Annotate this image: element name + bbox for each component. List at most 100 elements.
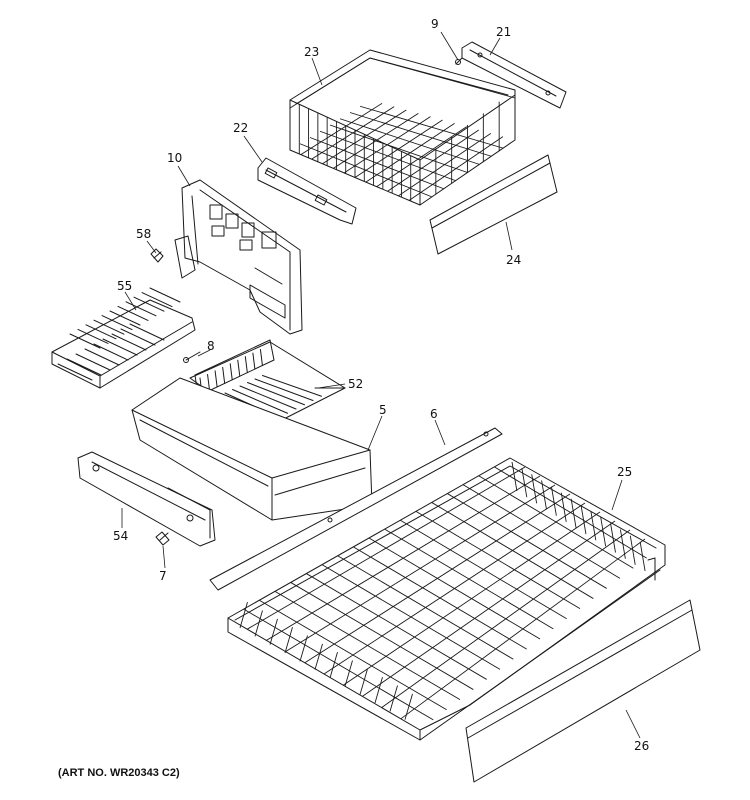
wire: [580, 504, 587, 535]
wire: [207, 373, 211, 391]
grille-cover: [51, 287, 196, 389]
wire: [619, 529, 626, 559]
callout-25: 25: [617, 465, 632, 479]
wire: [133, 296, 165, 312]
lower-drawer-front: [465, 599, 701, 783]
callout-54: 54: [113, 529, 128, 543]
wire: [285, 484, 556, 652]
wire: [111, 333, 147, 351]
wire: [362, 520, 616, 697]
wire: [570, 498, 577, 529]
art-number: (ART NO. WR20343 C2): [58, 767, 180, 779]
callout-10: 10: [167, 151, 182, 165]
wire: [389, 685, 398, 712]
wire: [359, 105, 504, 149]
wire: [369, 57, 516, 99]
wire: [93, 343, 129, 361]
wire: [299, 143, 433, 198]
wire: [141, 292, 173, 308]
wire: [239, 602, 248, 629]
wire: [229, 363, 233, 381]
callout-labels: 9 21 23 22 10 58 24 55 8 52 5 6 25 54 7 …: [113, 17, 649, 753]
wire: [342, 511, 601, 686]
upper-wire-basket: [289, 49, 516, 206]
wire: [254, 610, 263, 637]
callout-52: 52: [348, 377, 363, 391]
wire: [269, 618, 278, 645]
screw-7: [155, 531, 170, 546]
wire: [244, 356, 248, 374]
wire: [359, 668, 368, 695]
bracket-assembly: [174, 179, 303, 335]
wire: [381, 529, 631, 708]
callout-8: 8: [207, 339, 215, 353]
callout-21: 21: [496, 25, 511, 39]
wire: [254, 378, 314, 401]
callout-7: 7: [159, 569, 167, 583]
wire: [259, 349, 263, 367]
wire: [560, 492, 567, 522]
callout-22: 22: [233, 121, 248, 135]
wire: [521, 468, 528, 498]
wire: [101, 315, 133, 331]
wire: [629, 535, 636, 565]
wire: [550, 486, 557, 516]
wire: [329, 652, 338, 679]
wire: [125, 301, 157, 317]
wire: [299, 635, 308, 662]
wire: [69, 333, 101, 349]
wire: [214, 370, 218, 388]
long-rod: [209, 427, 503, 591]
wire: [120, 328, 156, 346]
wire: [84, 348, 120, 366]
callout-9: 9: [431, 17, 439, 31]
wire: [117, 305, 149, 321]
leader-lines: [121, 31, 641, 739]
callout-58: 58: [136, 227, 151, 241]
upper-drawer-front: [429, 154, 558, 255]
wire: [232, 389, 288, 414]
wire: [541, 480, 547, 510]
wire: [400, 538, 646, 720]
wire: [239, 385, 297, 410]
callout-5: 5: [379, 403, 387, 417]
wire: [600, 517, 607, 547]
wire: [319, 130, 456, 182]
wire: [66, 358, 102, 376]
wire: [102, 338, 138, 356]
screw-9: [455, 57, 463, 65]
wire: [109, 310, 141, 326]
wire: [314, 643, 323, 670]
wire: [77, 328, 109, 344]
screw-8: [183, 351, 201, 363]
wire: [149, 287, 181, 303]
wire: [309, 137, 444, 190]
side-rail-22: [257, 157, 357, 225]
callout-23: 23: [304, 45, 319, 59]
wire: [252, 352, 256, 370]
wire: [262, 375, 322, 397]
left-slide-rail: [77, 451, 216, 547]
wire: [57, 363, 93, 381]
wire: [329, 124, 468, 173]
callout-26: 26: [634, 739, 649, 753]
wire: [266, 475, 541, 641]
callout-6: 6: [430, 407, 438, 421]
wire: [404, 693, 413, 720]
wire: [247, 382, 305, 406]
wire: [511, 461, 518, 492]
wire: [304, 493, 571, 664]
wire: [246, 466, 526, 630]
wire: [75, 353, 111, 371]
wire: [222, 366, 226, 384]
screw-58: [150, 248, 164, 263]
wire: [339, 118, 480, 165]
wire: [610, 523, 616, 553]
wire: [289, 57, 371, 109]
callout-55: 55: [117, 279, 132, 293]
wire: [93, 319, 125, 335]
wire: [344, 660, 353, 687]
wire: [531, 474, 538, 504]
wire: [85, 324, 117, 340]
